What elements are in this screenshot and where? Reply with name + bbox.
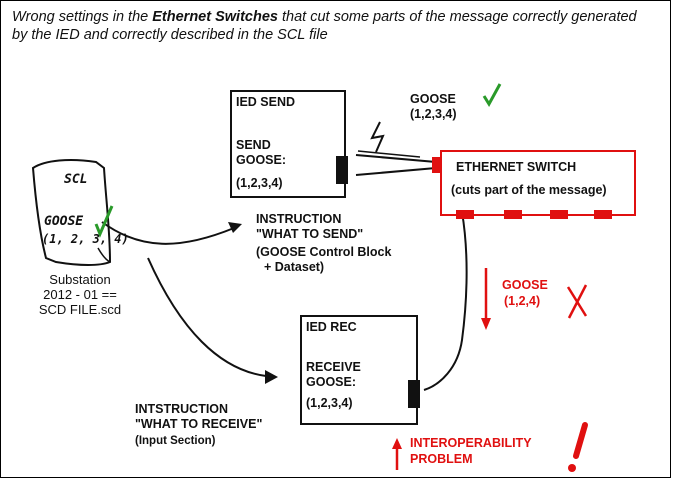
send-to-switch-line-1 [355,154,437,163]
title-part1: Wrong settings in the [12,9,153,25]
instruction-send-line4: + Dataset) [264,260,325,274]
switch-subtitle: (cuts part of the message) [451,183,607,197]
scl-caption-line2: 2012 - 01 == [43,287,117,302]
goose-red-datasets: (1,2,4) [504,294,541,308]
title-part2: that cut some parts of the message corre… [12,9,637,43]
ied-send-send-label: SEND [236,138,271,152]
problem-line1: INTEROPERABILITY [410,436,532,450]
ied-rec-title: IED REC [306,320,357,334]
switch-port-2 [504,210,522,219]
arrow-scl-to-send [101,221,235,245]
ied-rec-box: IED REC RECEIVE GOOSE: (1,2,3,4) [300,315,418,425]
goose-red-label: GOOSE [502,278,548,292]
ied-rec-datasets: (1,2,3,4) [306,396,353,410]
instruction-receive-line2: "WHAT TO RECEIVE" [135,417,263,431]
scl-caption-line1: Substation [49,272,111,287]
arrow-scl-to-send-head [228,222,242,233]
red-down-arrow-head [481,318,491,330]
scl-document-fold [97,247,111,263]
goose-top-datasets: (1,2,3,4) [410,107,457,121]
arrow-scl-to-rec-head [265,370,278,384]
switch-to-rec-line [423,211,468,391]
switch-input-port [432,157,441,173]
instruction-send-line1: INSTRUCTION [256,212,342,226]
ied-send-box: IED SEND SEND GOOSE: (1,2,3,4) [230,90,346,198]
instruction-receive-line3: (Input Section) [135,435,216,447]
ied-send-goose-label: GOOSE: [236,153,287,167]
check-icon-goose-top [482,83,502,107]
send-to-switch-line-3 [357,150,421,158]
ied-send-datasets: (1,2,3,4) [236,176,283,190]
ied-rec-receive-label: RECEIVE [306,360,361,374]
diagram-title: Wrong settings in the Ethernet Switches … [12,8,652,44]
goose-top-label: GOOSE [410,92,456,106]
ied-rec-port [408,380,420,408]
instruction-receive-line1: INTSTRUCTION [135,402,229,416]
ied-rec-goose-label: GOOSE: [306,375,357,389]
scl-goose: GOOSE [44,214,84,229]
scl-caption-line3: SCD FILE.scd [38,302,122,317]
check-icon-scl [94,205,114,238]
instruction-send-line3: (GOOSE Control Block [256,245,392,259]
ied-send-title: IED SEND [236,95,296,109]
arrow-scl-to-rec [147,257,267,377]
exclamation-icon [573,422,588,459]
lightning-icon [370,121,385,153]
switch-port-4 [594,210,612,219]
instruction-send-line2: "WHAT TO SEND" [256,227,364,241]
ethernet-switch-box: ETHERNET SWITCH (cuts part of the messag… [440,150,636,216]
cross-icon-goose [566,284,588,319]
scl-datasets: (1, 2, 3, 4) [42,232,129,246]
scl-header: SCL [64,172,88,187]
switch-port-1 [456,210,474,219]
send-to-switch-line-2 [355,167,437,176]
problem-line2: PROBLEM [410,452,473,466]
title-emphasis: Ethernet Switches [152,9,278,25]
ied-send-port [336,156,348,184]
red-up-arrow-head [392,438,402,449]
exclamation-icon-dot [568,464,576,472]
switch-title: ETHERNET SWITCH [456,160,577,174]
switch-port-3 [550,210,568,219]
